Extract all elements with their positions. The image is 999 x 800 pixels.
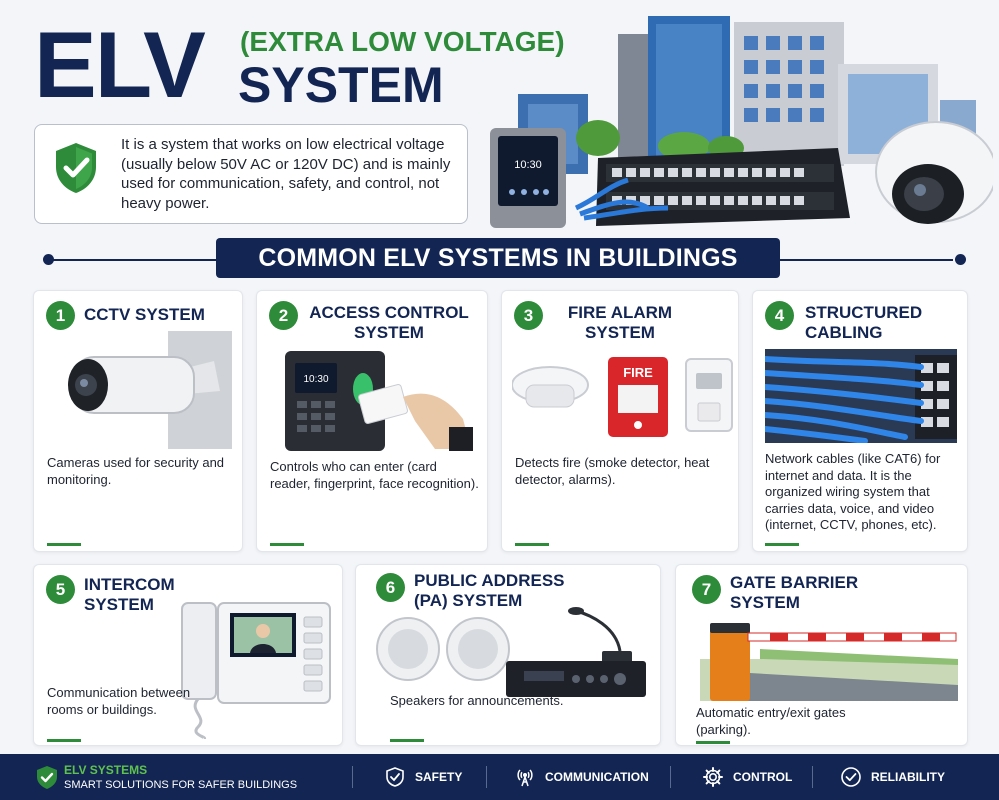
intro-text: It is a system that works on low electri…	[121, 136, 451, 212]
card-description: Communication between rooms or buildings…	[47, 685, 191, 717]
card-description: Speakers for announcements.	[390, 693, 564, 708]
card-description: Automatic entry/exit gates (parking).	[696, 705, 846, 737]
footer-item-label: RELIABILITY	[871, 770, 945, 784]
network-cables-icon	[765, 349, 957, 443]
footer-bar: ELV SYSTEMS SMART SOLUTIONS FOR SAFER BU…	[0, 754, 999, 800]
access-reader-icon: 10:30	[285, 351, 473, 451]
card-title: CCTV SYSTEM	[84, 305, 205, 324]
card-accent-line	[270, 543, 304, 546]
footer-item-label: CONTROL	[733, 770, 793, 784]
card-title: FIRE ALARM SYSTEM	[567, 303, 673, 342]
footer-item-communication: COMMUNICATION	[514, 766, 649, 788]
card-access-control: 2 ACCESS CONTROL SYSTEM 10:30 Controls w…	[256, 290, 488, 552]
access-panel-illustration: 10:30	[490, 128, 566, 228]
banner-dot-right	[955, 254, 966, 265]
footer-item-safety: SAFETY	[384, 766, 462, 788]
card-accent-line	[390, 739, 424, 742]
page-title: ELV	[34, 12, 206, 117]
card-number: 1	[46, 301, 75, 330]
card-public-address: 6 PUBLIC ADDRESS (PA) SYSTEM Speakers fo…	[355, 564, 661, 746]
dome-camera-illustration	[875, 121, 993, 224]
footer-separator	[670, 766, 671, 788]
card-title: PUBLIC ADDRESS (PA) SYSTEM	[414, 571, 565, 610]
fire-alarm-devices-icon: FIRE	[512, 357, 733, 437]
card-number: 3	[514, 301, 543, 330]
card-title: GATE BARRIER SYSTEM	[730, 573, 859, 612]
gear-icon	[703, 767, 723, 787]
gate-barrier-icon	[700, 623, 958, 701]
card-fire-alarm: 3 FIRE ALARM SYSTEM FIRE Detects fire (s…	[501, 290, 739, 552]
section-banner: COMMON ELV SYSTEMS IN BUILDINGS	[216, 238, 780, 278]
card-accent-line	[47, 543, 81, 546]
card-accent-line	[515, 543, 549, 546]
fire-alarm-label: FIRE	[623, 365, 653, 380]
card-title: INTERCOM SYSTEM	[84, 575, 175, 614]
card-accent-line	[696, 741, 730, 744]
page-title-system: SYSTEM	[238, 57, 444, 113]
footer-item-control: CONTROL	[702, 766, 792, 788]
footer-tagline: SMART SOLUTIONS FOR SAFER BUILDINGS	[64, 779, 298, 791]
card-structured-cabling: 4 STRUCTURED CABLING Network cables (lik…	[752, 290, 968, 552]
hero-illustration: 10:30	[490, 16, 993, 228]
card-description: Controls who can enter (card reader, fin…	[270, 459, 479, 491]
card-accent-line	[47, 739, 81, 742]
card-cctv: 1 CCTV SYSTEM Cameras used for security …	[33, 290, 243, 552]
card-number: 5	[46, 575, 75, 604]
card-accent-line	[765, 543, 799, 546]
page-subtitle: (EXTRA LOW VOLTAGE)	[240, 26, 565, 57]
card-description: Cameras used for security and monitoring…	[47, 455, 225, 487]
card-number: 6	[376, 573, 405, 602]
footer-separator	[352, 766, 353, 788]
pa-speakers-amplifier-icon	[376, 607, 646, 697]
shield-check-icon	[56, 143, 96, 193]
intercom-unit-icon	[181, 602, 331, 739]
footer-shield-icon	[37, 766, 57, 789]
card-description: Network cables (like CAT6) for internet …	[765, 451, 941, 532]
signal-tower-icon	[517, 769, 533, 787]
intro-box: It is a system that works on low electri…	[34, 124, 468, 224]
card-number: 7	[692, 575, 721, 604]
card-title: STRUCTURED CABLING	[805, 303, 923, 342]
footer-separator	[812, 766, 813, 788]
hero-panel-clock: 10:30	[514, 159, 542, 171]
network-switch-illustration	[574, 148, 850, 226]
banner-dot-left	[43, 254, 54, 265]
footer-item-reliability: RELIABILITY	[840, 766, 945, 788]
footer-separator	[486, 766, 487, 788]
card-number: 2	[269, 301, 298, 330]
footer-item-label: SAFETY	[415, 770, 463, 784]
reader-clock: 10:30	[303, 374, 328, 385]
check-circle-icon	[841, 767, 861, 787]
shield-check-icon	[386, 767, 404, 787]
footer-item-label: COMMUNICATION	[545, 770, 649, 784]
card-title: ACCESS CONTROL SYSTEM	[309, 303, 469, 342]
card-description: Detects fire (smoke detector, heat detec…	[515, 455, 710, 487]
footer-brand: ELV SYSTEMS	[64, 763, 148, 777]
card-number: 4	[765, 301, 794, 330]
cctv-camera-icon	[68, 331, 232, 449]
card-gate-barrier: 7 GATE BARRIER SYSTEM Automatic entry/ex…	[675, 564, 968, 746]
card-intercom: 5 INTERCOM SYSTEM Communication between …	[33, 564, 343, 746]
